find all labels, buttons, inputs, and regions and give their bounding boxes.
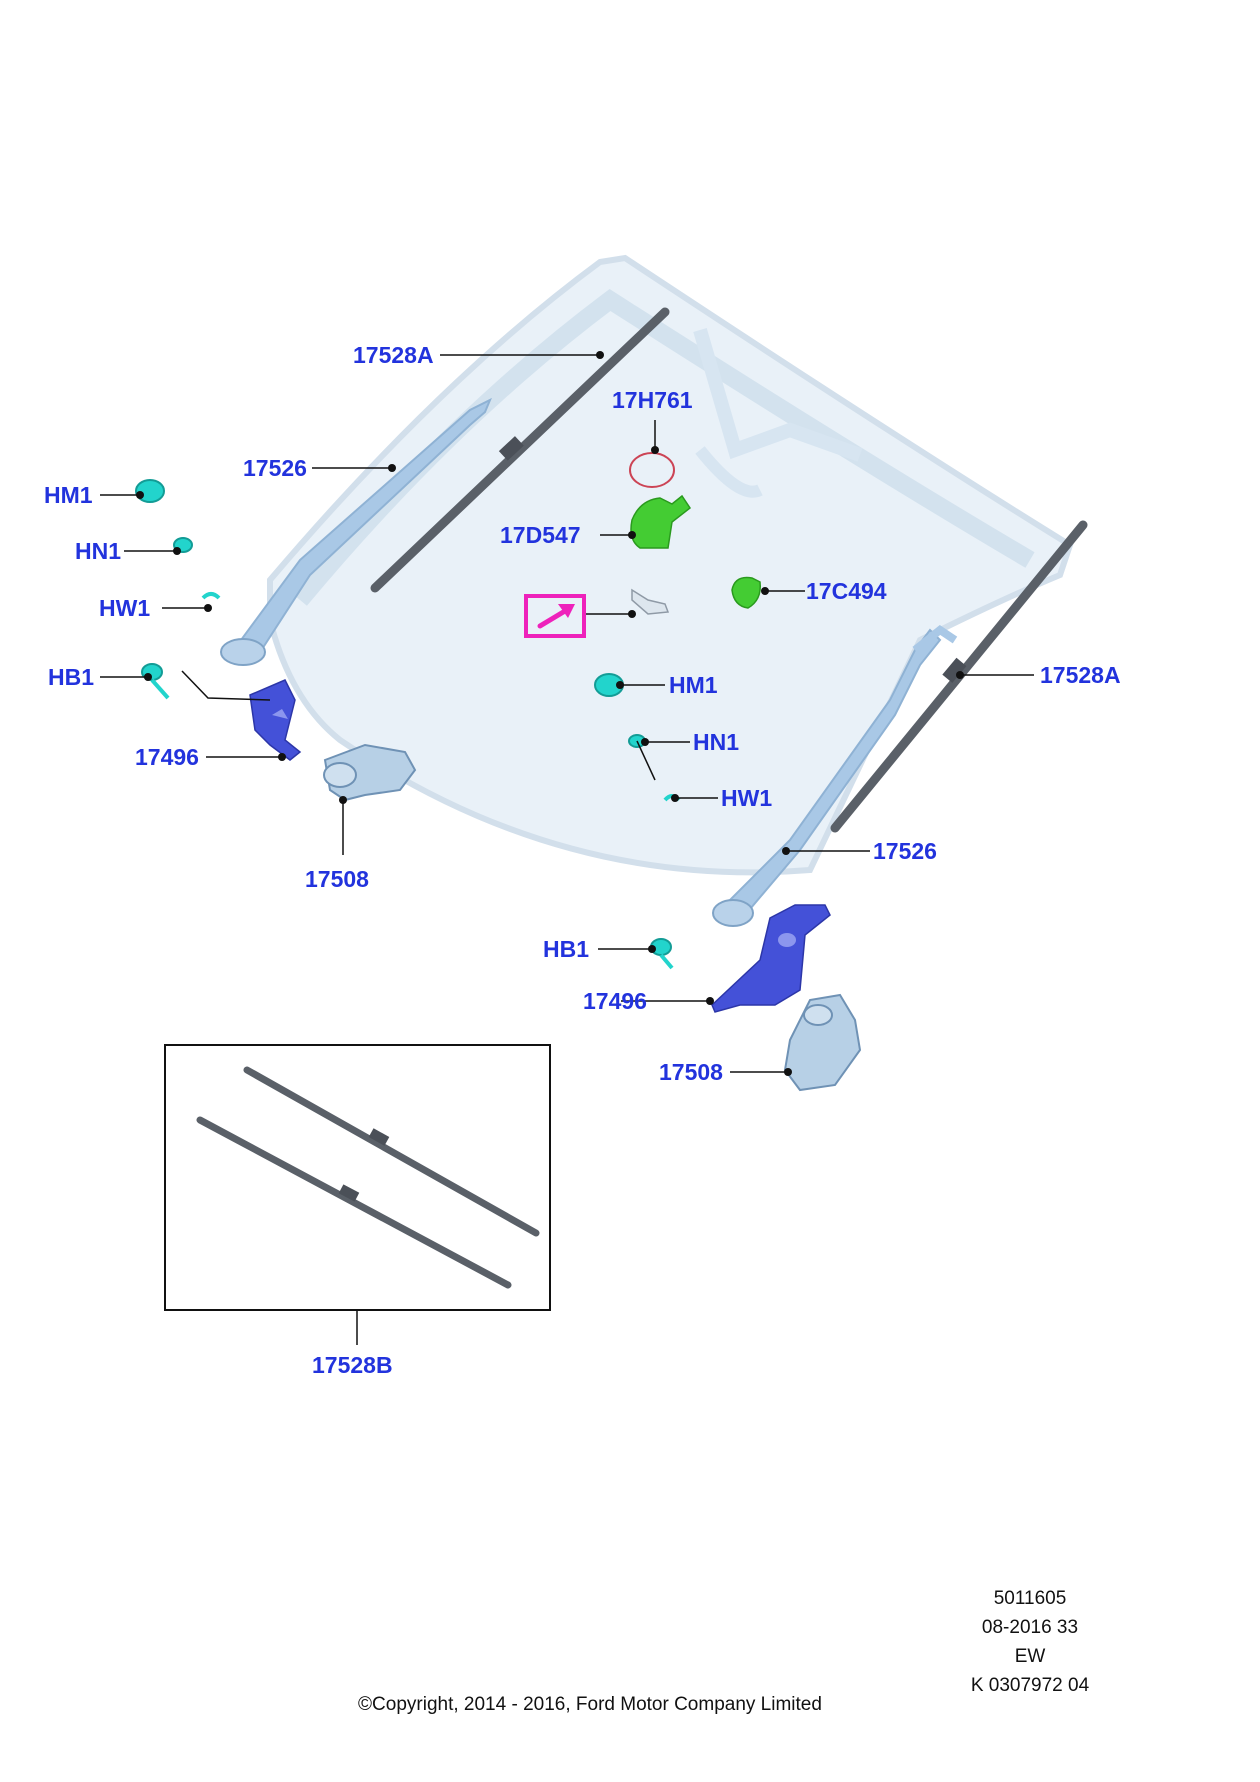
inset-box-spare-blades (164, 1044, 551, 1311)
left-motor (323, 743, 417, 802)
footer-block: 5011605 08-2016 33 EW K 0307972 04 (940, 1584, 1120, 1700)
callout-17H761: 17H761 (612, 387, 693, 413)
left-wiper-blade (370, 307, 670, 593)
washer-jet-17C494 (731, 576, 761, 609)
callout-17528B: 17528B (312, 1352, 393, 1378)
callout-left-17526: 17526 (243, 455, 307, 481)
date-code: 08-2016 33 (981, 1617, 1079, 1638)
copyright-notice: ©Copyright, 2014 - 2016, Ford Motor Comp… (358, 1694, 822, 1715)
callout-left-17508: 17508 (305, 866, 369, 892)
right-motor (783, 993, 862, 1092)
callout-right-HW1: HW1 (721, 785, 772, 811)
right-wiper-arm (712, 625, 958, 927)
callout-left-HB1: HB1 (48, 664, 94, 690)
callout-left-HM1: HM1 (44, 482, 93, 508)
callout-17C494: 17C494 (806, 578, 887, 604)
part-code: K 0307972 04 (970, 1675, 1090, 1696)
washer-seal-17H761 (629, 452, 675, 488)
callout-right-17528A: 17528A (1040, 662, 1121, 688)
callout-left-17496: 17496 (135, 744, 199, 770)
callout-right-17508: 17508 (659, 1059, 723, 1085)
callout-left-HN1: HN1 (75, 538, 121, 564)
callout-right-HB1: HB1 (543, 936, 589, 962)
callout-left-HW1: HW1 (99, 595, 150, 621)
ref-number: 5011605 (993, 1588, 1067, 1609)
right-linkage (711, 904, 831, 1013)
washer-bracket (631, 588, 670, 615)
callout-left-17528A: 17528A (353, 342, 434, 368)
leader-lines (100, 354, 1034, 1345)
callout-right-17526: 17526 (873, 838, 937, 864)
callout-labels: 17528A 17H761 17526 HM1 17D547 HN1 17C49… (44, 342, 1121, 1378)
leader-dots (136, 351, 964, 1076)
callout-right-HM1: HM1 (669, 672, 718, 698)
region-code: EW (1014, 1646, 1046, 1667)
left-fasteners (135, 479, 221, 700)
left-linkage (249, 679, 302, 761)
arrow-up-right-icon (537, 604, 575, 629)
right-fasteners (594, 673, 681, 970)
left-wiper-arm (220, 397, 492, 666)
view-direction-frame (524, 594, 586, 638)
callout-right-17496: 17496 (583, 988, 647, 1014)
callout-17D547: 17D547 (500, 522, 581, 548)
callout-right-HN1: HN1 (693, 729, 739, 755)
